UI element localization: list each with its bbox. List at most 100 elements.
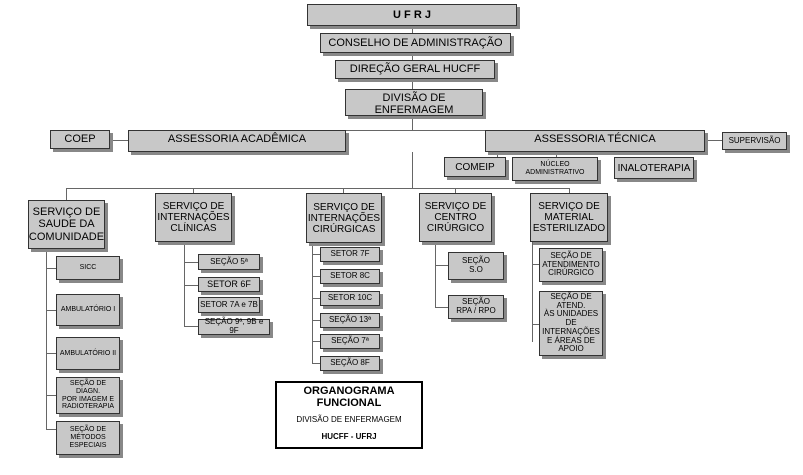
supervisao-label: SUPERVISÃO bbox=[728, 135, 781, 145]
list-item-label: SEÇÃO RPA / RPO bbox=[456, 297, 496, 315]
organogram-institution: HUCFF - UFRJ bbox=[321, 432, 377, 441]
list-item-label: SEÇÃO DE ATEND. ÀS UNIDADES DE INTERNAÇÕ… bbox=[542, 291, 600, 354]
connector bbox=[46, 268, 56, 269]
list-item-label: SEÇÃO 8F bbox=[330, 358, 370, 368]
connector bbox=[46, 429, 56, 430]
connector bbox=[184, 285, 198, 286]
servico-material-label: SERVIÇO DE MATERIAL ESTERILIZADO bbox=[532, 201, 606, 234]
organogram-title-box: ORGANOGRAMA FUNCIONAL DIVISÃO DE ENFERMA… bbox=[275, 381, 423, 449]
divisao-box: DIVISÃO DE ENFERMAGEM bbox=[345, 89, 483, 116]
connector bbox=[236, 130, 582, 131]
list-item: AMBULATÓRIO I bbox=[56, 294, 120, 326]
list-item: SICC bbox=[56, 256, 120, 280]
connector bbox=[184, 326, 198, 327]
nucleo-administrativo-box: NÚCLEO ADMINISTRATIVO bbox=[512, 157, 598, 181]
list-item-label: SEÇÃO DE DIAGN. POR IMAGEM E RADIOTERAPI… bbox=[61, 380, 115, 411]
servico-clinicas-label: SERVIÇO DE INTERNAÇÕES CLÍNICAS bbox=[157, 201, 230, 234]
organogram-subtitle: DIVISÃO DE ENFERMAGEM bbox=[296, 415, 402, 424]
list-item: SETOR 7F bbox=[320, 247, 380, 262]
connector bbox=[705, 140, 722, 141]
coep-box: COEP bbox=[50, 130, 110, 149]
assessoria-academica-box: ASSESSORIA ACADÊMICA bbox=[128, 130, 346, 152]
assessoria-academica-label: ASSESSORIA ACADÊMICA bbox=[167, 133, 307, 145]
supervisao-box: SUPERVISÃO bbox=[722, 132, 787, 150]
list-item-label: SEÇÃO 13ª bbox=[328, 315, 372, 325]
list-item: SETOR 8C bbox=[320, 269, 380, 284]
direcao-label: DIREÇÃO GERAL HUCFF bbox=[349, 63, 481, 76]
list-item: AMBULATÓRIO II bbox=[56, 337, 120, 370]
divisao-label: DIVISÃO DE ENFERMAGEM bbox=[374, 92, 454, 117]
inaloterapia-box: INALOTERAPIA bbox=[614, 157, 694, 179]
list-item: SEÇÃO DE ATENDIMENTO CIRÚRGICO bbox=[539, 248, 603, 282]
list-item: SETOR 10C bbox=[320, 291, 380, 306]
assessoria-tecnica-label: ASSESSORIA TÉCNICA bbox=[534, 133, 656, 145]
connector bbox=[193, 188, 194, 193]
list-item-label: SEÇÃO DE ATENDIMENTO CIRÚRGICO bbox=[542, 250, 600, 278]
list-item: SEÇÃO 9ª, 9B e 9F bbox=[198, 317, 270, 335]
connector bbox=[312, 276, 320, 277]
list-item-label: AMBULATÓRIO I bbox=[60, 306, 116, 314]
list-item-label: SEÇÃO 5ª bbox=[210, 256, 248, 266]
connector bbox=[184, 262, 198, 263]
coep-label: COEP bbox=[64, 133, 96, 146]
list-item-label: SEÇÃO 9ª, 9B e 9F bbox=[204, 317, 264, 335]
connector bbox=[184, 242, 185, 326]
servico-internacoes-clinicas: SERVIÇO DE INTERNAÇÕES CLÍNICAS bbox=[155, 193, 232, 242]
connector bbox=[435, 242, 436, 308]
direcao-box: DIREÇÃO GERAL HUCFF bbox=[335, 60, 495, 79]
connector bbox=[412, 116, 413, 130]
connector bbox=[66, 188, 67, 200]
connector bbox=[532, 242, 533, 342]
servico-material-esterilizado: SERVIÇO DE MATERIAL ESTERILIZADO bbox=[530, 193, 608, 242]
connector bbox=[569, 188, 570, 193]
servico-saude-label: SERVIÇO DE SAUDE DA COMUNIDADE bbox=[28, 206, 105, 243]
list-item: SEÇÃO DE DIAGN. POR IMAGEM E RADIOTERAPI… bbox=[56, 377, 120, 414]
assessoria-tecnica-box: ASSESSORIA TÉCNICA bbox=[485, 130, 705, 152]
list-item-label: SETOR 8C bbox=[330, 271, 370, 281]
connector bbox=[46, 395, 56, 396]
list-item: SEÇÃO 5ª bbox=[198, 254, 260, 270]
list-item-label: SETOR 6F bbox=[207, 278, 251, 289]
list-item-label: SETOR 7F bbox=[330, 249, 370, 259]
connector bbox=[312, 243, 313, 364]
connector bbox=[312, 298, 320, 299]
connector bbox=[455, 188, 456, 193]
connector bbox=[497, 152, 498, 160]
list-item: SEÇÃO S.O bbox=[448, 252, 504, 280]
list-item-label: SEÇÃO S.O bbox=[461, 256, 490, 274]
connector bbox=[66, 188, 570, 189]
ufrj-label: U F R J bbox=[393, 8, 431, 21]
organogram-title: ORGANOGRAMA FUNCIONAL bbox=[303, 385, 395, 409]
list-item: SEÇÃO 8F bbox=[320, 356, 380, 371]
connector bbox=[532, 324, 539, 325]
list-item-label: SEÇÃO DE MÉTODOS ESPECIAIS bbox=[69, 426, 107, 449]
comeip-box: COMEIP bbox=[444, 157, 506, 177]
connector bbox=[312, 254, 320, 255]
servico-centro-cirurgico: SERVIÇO DE CENTRO CIRÚRGICO bbox=[419, 193, 492, 242]
connector bbox=[556, 152, 557, 160]
connector bbox=[46, 353, 56, 354]
comeip-label: COMEIP bbox=[455, 161, 495, 173]
list-item: SETOR 7A e 7B bbox=[198, 297, 260, 313]
ufrj-box: U F R J bbox=[307, 4, 517, 26]
list-item: SETOR 6F bbox=[198, 277, 260, 292]
connector bbox=[46, 310, 56, 311]
list-item: SEÇÃO RPA / RPO bbox=[448, 295, 504, 319]
connector bbox=[435, 265, 448, 266]
inaloterapia-label: INALOTERAPIA bbox=[617, 162, 691, 174]
list-item-label: SETOR 10C bbox=[327, 293, 373, 303]
connector bbox=[110, 140, 128, 141]
list-item-label: SETOR 7A e 7B bbox=[200, 299, 258, 309]
connector bbox=[46, 249, 47, 429]
list-item: SEÇÃO DE MÉTODOS ESPECIAIS bbox=[56, 421, 120, 455]
connector bbox=[312, 363, 320, 364]
list-item: SEÇÃO 13ª bbox=[320, 313, 380, 328]
list-item: SEÇÃO DE ATEND. ÀS UNIDADES DE INTERNAÇÕ… bbox=[539, 291, 603, 356]
connector bbox=[343, 188, 344, 193]
list-item-label: SEÇÃO 7ª bbox=[331, 336, 369, 346]
list-item: SEÇÃO 7ª bbox=[320, 334, 380, 349]
servico-internacoes-cirurgicas: SERVIÇO DE INTERNAÇÕES CIRÚRGICAS bbox=[306, 193, 382, 243]
connector bbox=[532, 264, 539, 265]
list-item-label: AMBULATÓRIO II bbox=[59, 349, 117, 357]
connector bbox=[435, 307, 448, 308]
